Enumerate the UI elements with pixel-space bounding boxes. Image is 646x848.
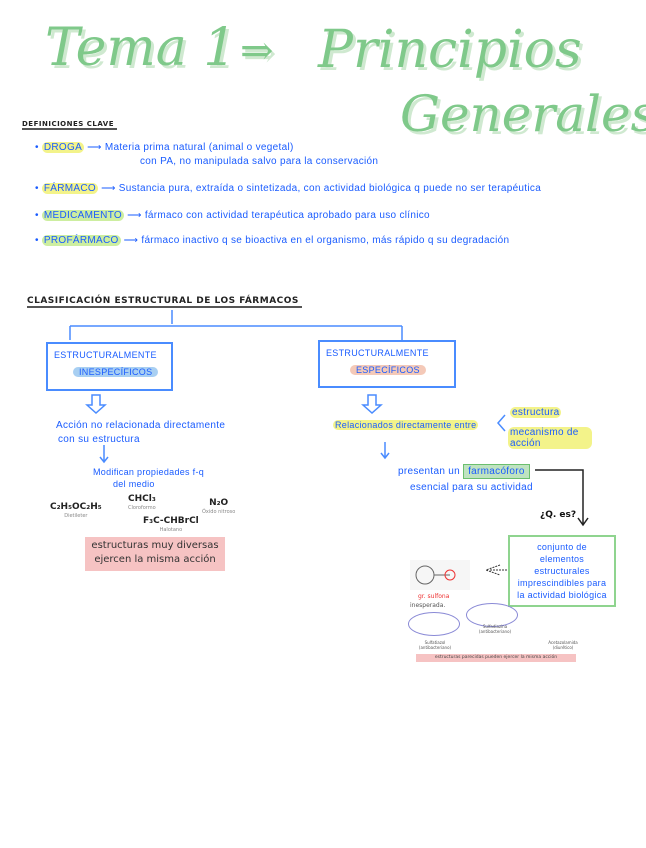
definition-droga-cont: con PA, no manipulada salvo para la cons…: [140, 156, 379, 167]
classification-heading: CLASIFICACIÓN ESTRUCTURAL DE LOS FÁRMACO…: [27, 296, 302, 308]
mol2-label: Sulfadiazina (antibacteriano): [478, 624, 512, 634]
definition-text: fármaco inactivo q se bioactiva en el or…: [141, 235, 510, 246]
mol2-ellipse: [466, 603, 518, 627]
pharm-line2: esencial para su actividad: [410, 482, 533, 493]
right-desc: Relacionados directamente entre: [333, 420, 479, 431]
left-desc1: Acción no relacionada directamente: [56, 420, 226, 431]
box-line1: ESTRUCTURALMENTE: [54, 350, 157, 360]
title-tema: Tema 1: [45, 18, 237, 78]
definition-text: Sustancia pura, extraída o sintetizada, …: [118, 183, 542, 194]
box-especificos: ESTRUCTURALMENTE ESPECÍFICOS: [318, 340, 456, 388]
definition-medicamento: • MEDICAMENTO ⟶ fármaco con actividad te…: [35, 210, 430, 221]
left-desc2: con su estructura: [58, 434, 140, 445]
caption-top: inesperada.: [410, 602, 446, 609]
definition-box: conjunto de elementos estructurales impr…: [508, 535, 616, 607]
term: FÁRMACO: [41, 183, 98, 194]
left-sub1: Modifican propiedades f-q: [93, 467, 205, 477]
box-line2: INESPECÍFICOS: [73, 367, 159, 377]
term: MEDICAMENTO: [41, 210, 125, 221]
box-inespecificos: ESTRUCTURALMENTE INESPECÍFICOS: [46, 342, 173, 391]
box-line2: ESPECÍFICOS: [350, 365, 426, 375]
definition-droga: • DROGA ⟶ Materia prima natural (animal …: [35, 142, 294, 153]
right-desc-text: Relacionados directamente entre: [333, 420, 479, 430]
left-note: estructuras muy diversas ejercen la mism…: [85, 537, 225, 571]
question: ¿Q. es?: [540, 510, 577, 520]
title-generales: Generales: [400, 85, 646, 143]
title-principios: Principios: [318, 20, 582, 80]
title-arrow: ⇒: [240, 28, 274, 74]
definition-text: fármaco con actividad terapéutica aproba…: [144, 210, 430, 221]
mol3-label: Acetazolamida (diurético): [548, 640, 578, 650]
molecule-image: [410, 560, 470, 590]
pharm-line1: presentan un farmacóforo: [398, 464, 530, 479]
figure-note: estructuras parecidas pueden ejercer la …: [416, 654, 576, 662]
term: PROFÁRMACO: [41, 235, 121, 246]
branch-mecanismo: mecanismo de acción: [508, 427, 592, 449]
definition-text: Materia prima natural (animal o vegetal): [104, 142, 294, 153]
definition-farmaco: • FÁRMACO ⟶ Sustancia pura, extraída o s…: [35, 183, 542, 194]
mol1-label: Sulfatiazol (antibacteriano): [418, 640, 452, 650]
definition-profarmaco: • PROFÁRMACO ⟶ fármaco inactivo q se bio…: [35, 235, 510, 246]
definitions-heading: DEFINICIONES CLAVE: [22, 120, 117, 130]
branch-estructura: estructura: [510, 407, 562, 418]
term: DROGA: [41, 142, 85, 153]
mol1-ellipse: [408, 612, 460, 636]
box-line1: ESTRUCTURALMENTE: [326, 348, 429, 358]
farmacoforo-term: farmacóforo: [463, 464, 530, 479]
label-red: gr. sulfona: [418, 593, 450, 600]
left-sub2: del medio: [113, 479, 155, 489]
